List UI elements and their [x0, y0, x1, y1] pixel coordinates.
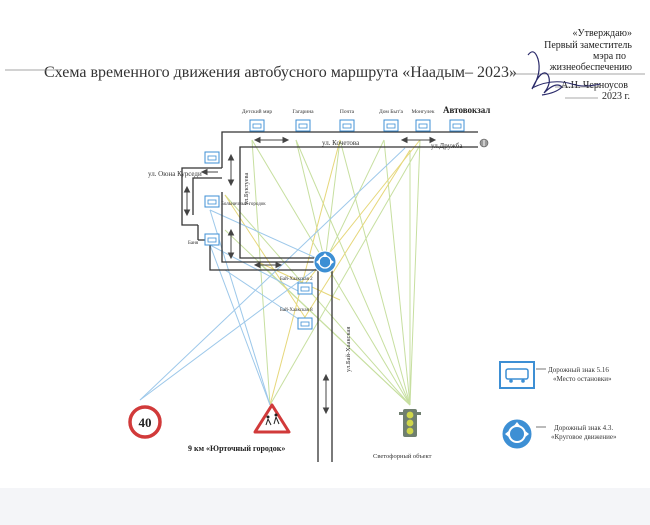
- page-title: Схема временного движения автобусного ма…: [44, 64, 518, 81]
- street-label-kursedi: ул. Оюна Курседи: [148, 170, 202, 178]
- legend-bus-stop-icon: [499, 361, 535, 389]
- roundabout-sign-icon: [313, 250, 337, 274]
- approval-line-4: жизнеобеспечению: [549, 62, 632, 73]
- stop-label-mongulek: Монгулек: [411, 109, 434, 115]
- stop-label-bai-khaak-8: Бай-Хаакская 8: [280, 308, 313, 313]
- document-page: «Утверждаю» Первый заместитель мэра по ж…: [0, 0, 650, 488]
- ray: [139, 261, 326, 401]
- road-network: [181, 131, 478, 462]
- approval-line-1: «Утверждаю»: [572, 28, 632, 39]
- stop-label-dom-byta: Дом Быт'а: [379, 109, 404, 115]
- direction-arrows: [183, 136, 437, 415]
- street-label-druzhba: ул.Дружба: [431, 142, 463, 150]
- bus-stop-icon: [297, 282, 313, 295]
- label-yurtochny: 9 км «Юрточный городок»: [188, 444, 285, 453]
- street-label-buktueva: ул.Буктуева: [243, 172, 250, 205]
- ray: [339, 139, 411, 406]
- bus-stop-icon: [383, 119, 399, 132]
- ray: [269, 144, 421, 406]
- signature-mark: [527, 51, 601, 99]
- bus-stop-icon: [249, 119, 265, 132]
- speed-limit-sign-icon: [128, 405, 162, 439]
- stop-label-pochta: Почта: [340, 109, 355, 115]
- ray: [209, 209, 326, 263]
- bus-stop-icon: [449, 119, 465, 132]
- legend-2-line2: «Круговое движение»: [551, 433, 617, 441]
- legend-2-line1: Дорожный знак 4.3.: [554, 424, 613, 432]
- street-label-bai-khaak: ул.Бай-Хаакская: [345, 327, 352, 372]
- approval-line-2: Первый заместитель: [544, 40, 632, 51]
- street-label-kochetova: ул. Кочетова: [322, 139, 360, 147]
- traffic-light-icon: [399, 409, 421, 437]
- ray: [209, 209, 271, 406]
- approval-line-3: мэра по: [592, 51, 626, 62]
- bus-stop-icon: [204, 195, 220, 208]
- bus-stop-icon: [204, 233, 220, 246]
- guide-rays: [139, 139, 421, 406]
- legend-roundabout-icon: [501, 418, 533, 450]
- route-diagram: Детский мир Гагарина Почта Дом Быт'а Мон…: [5, 51, 645, 462]
- ray: [409, 139, 421, 406]
- legend-1-line2: «Место остановки»: [553, 375, 612, 383]
- bus-stop-icon: [295, 119, 311, 132]
- terminal-label: Автовокзал: [443, 105, 490, 115]
- road-kochetova-bottom: [239, 146, 478, 152]
- stop-label-bai-khaak-2: Бай-Хаакская 2: [280, 277, 313, 282]
- ray: [295, 139, 326, 263]
- stop-label-gagarina: Гагарина: [292, 109, 314, 115]
- ray: [224, 194, 311, 326]
- road-kochetova-top: [221, 131, 478, 152]
- ray: [224, 269, 301, 321]
- label-svetofor: Светофорный объект: [373, 453, 432, 460]
- stop-label-detsky-mir: Детский мир: [242, 108, 273, 115]
- stop-label-banya: Баня: [188, 241, 199, 246]
- ray: [257, 261, 411, 406]
- ray: [251, 139, 271, 406]
- stop-marker-icon: [479, 138, 489, 148]
- bus-stop-icon: [415, 119, 431, 132]
- bus-stop-icon: [204, 151, 220, 164]
- ray: [251, 139, 411, 406]
- legend-1-line1: Дорожный знак 5.16: [548, 366, 609, 374]
- ray: [324, 139, 341, 263]
- bus-stop-icon: [297, 317, 313, 330]
- ray: [209, 244, 301, 293]
- stop-label-bolnichny: Больничный городок: [221, 202, 266, 207]
- bus-stop-icon: [339, 119, 355, 132]
- approval-line-6: 2023 г.: [602, 91, 630, 102]
- ray: [269, 139, 341, 406]
- ray: [324, 139, 385, 263]
- ray: [139, 147, 406, 401]
- children-warning-sign-icon: [253, 403, 291, 434]
- speed-limit-value: 40: [139, 415, 152, 430]
- ray: [295, 139, 411, 406]
